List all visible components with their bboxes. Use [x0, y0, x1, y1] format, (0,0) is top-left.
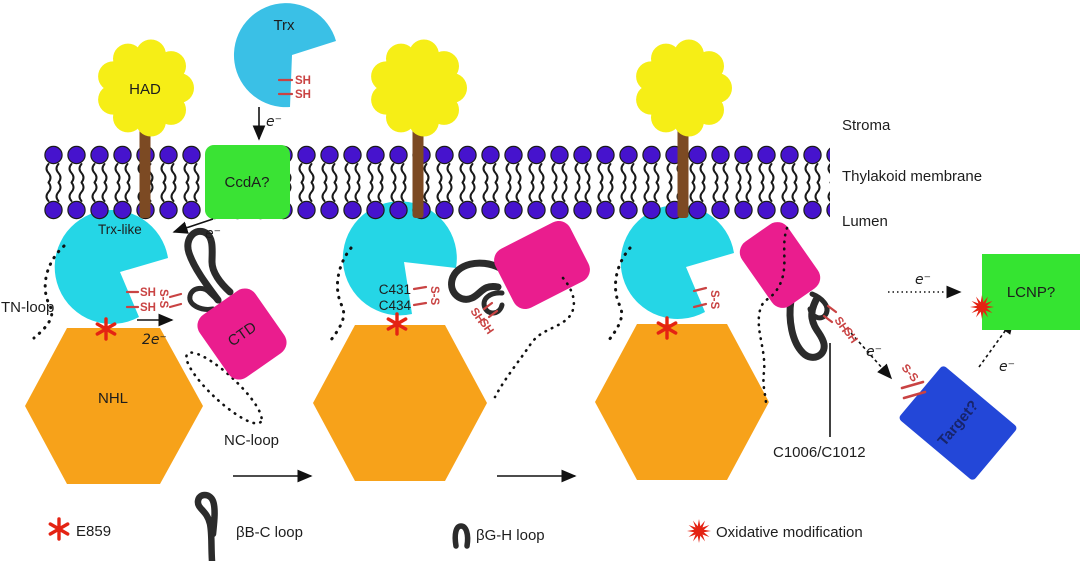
e-minus-trx-ccda: e⁻	[266, 114, 282, 130]
trxlike-sh-label-1: SH	[140, 287, 156, 299]
pacman-right-ss-label: S-S	[708, 290, 720, 310]
electron-arrow-ccda-to-trxlike	[172, 218, 214, 234]
had-label: HAD	[129, 81, 161, 98]
target-ss-label: S-S	[899, 362, 921, 385]
bbc-loop-left	[184, 227, 234, 304]
e-minus-ccda-trxlike: e⁻	[205, 226, 221, 242]
ccda-box	[205, 145, 290, 219]
e-minus-to-lcnp: e⁻	[915, 272, 931, 288]
bbc-loop-middle	[448, 259, 504, 303]
legend-oxidative-label: Oxidative modification	[716, 524, 863, 541]
c434-label: C434	[379, 298, 412, 313]
e859-asterisk-legend	[48, 517, 70, 541]
target-box: Target?	[899, 366, 1017, 480]
bgh-loop-right	[807, 291, 830, 321]
ccda-label: CcdA?	[224, 174, 269, 191]
ctd-domain-left: CTD	[197, 288, 287, 380]
stroma-label: Stroma	[842, 117, 891, 134]
nhl-hexagon-middle	[313, 325, 487, 481]
bbc-loop-right	[786, 296, 828, 361]
trx-label: Trx	[273, 17, 295, 34]
trxlike-ss-label: S-S	[157, 289, 169, 309]
nc-loop-dotted	[185, 351, 263, 425]
two-e-minus-label: 2e⁻	[142, 332, 167, 348]
thylakoid-membrane-label: Thylakoid membrane	[842, 168, 982, 185]
e-minus-to-target: e⁻	[866, 344, 882, 360]
nhl-label: NHL	[98, 390, 128, 407]
had-cloud-2	[371, 39, 467, 137]
c1006-c1012-label: C1006/C1012	[773, 444, 866, 461]
c431-label: C431	[379, 282, 411, 297]
bgh-loop-left	[187, 286, 222, 312]
ctd-middle-sh-dashes	[482, 301, 499, 319]
trx-like-label: Trx-like	[98, 222, 142, 237]
ctd-domain-right	[739, 222, 821, 308]
nhl-ctd-pacman-right	[620, 204, 734, 319]
had-cloud-3	[636, 39, 732, 137]
trx-sh-label-1: SH	[295, 75, 311, 87]
trx-sh-label-2: SH	[295, 89, 311, 101]
legend-e859-label: E859	[76, 523, 111, 540]
e-minus-target-to-lcnp: e⁻	[999, 359, 1015, 375]
nhl-ctd-pacman-middle	[342, 201, 457, 316]
lcnp-label: LCNP?	[1007, 284, 1055, 301]
lumen-label: Lumen	[842, 213, 888, 230]
trxlike-ss-dashes	[168, 292, 183, 309]
electron-arrow-to-target	[850, 332, 893, 380]
thylakoid-membrane-bilayer	[42, 145, 830, 220]
tn-loop-dotted-left	[32, 244, 66, 340]
lcnp-box	[982, 254, 1080, 330]
nc-loop-strand-middle	[493, 276, 576, 399]
ctd-domain-middle	[494, 221, 590, 309]
trx-pacman	[233, 3, 336, 108]
nc-loop-label: NC-loop	[224, 432, 279, 449]
tn-loop-label: TN-loop	[1, 299, 54, 316]
legend-bgh-loop-label: βG-H loop	[476, 527, 545, 544]
ctd-right-sh-dashes	[822, 304, 838, 324]
oxidative-burst-legend	[687, 519, 711, 543]
legend-bbc-loop-glyph	[194, 491, 218, 561]
c431-c434-ss-label: S-S	[428, 286, 440, 306]
nhl-hexagon-right	[595, 324, 769, 480]
pacman-right-ss-dashes	[692, 286, 708, 309]
trxlike-sh-label-2: SH	[140, 302, 156, 314]
trx-sh-dashes	[277, 78, 294, 96]
legend-bgh-loop-glyph	[452, 523, 471, 549]
tn-loop-dotted-middle	[329, 246, 353, 342]
trxlike-sh-dashes	[125, 290, 140, 309]
target-ss-dashes	[900, 380, 927, 400]
c431-c434-ss-dashes	[412, 285, 428, 307]
nhl-hexagon-left	[25, 328, 203, 484]
trx-like-pacman	[54, 209, 168, 324]
legend-bbc-loop-label: βB-C loop	[236, 524, 303, 541]
